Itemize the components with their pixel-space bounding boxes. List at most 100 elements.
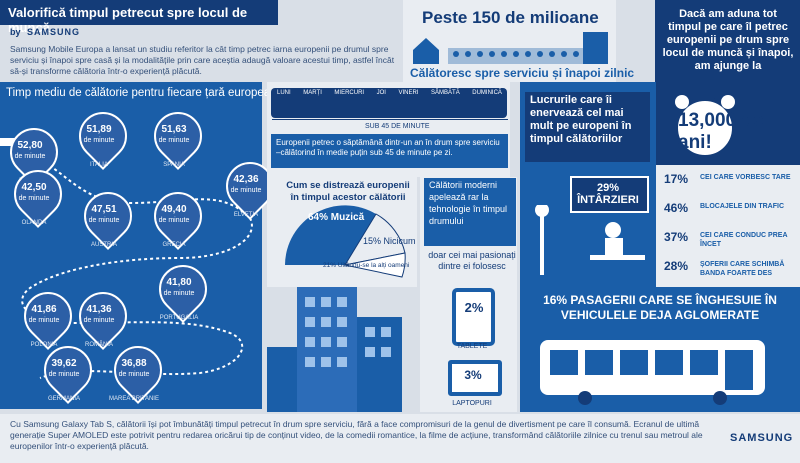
country-panel-heading: Timp mediu de călătorie pentru fiecare ț… xyxy=(6,87,284,99)
fun-slice-people: 21% Uitându-se la alți oameni xyxy=(323,262,409,269)
country-value: 42,36 de minute xyxy=(222,174,270,196)
clock-text: Dacă am aduna tot timpul pe care îl petr… xyxy=(662,8,794,72)
slice-nothing-pct: 15% xyxy=(363,236,382,246)
pie-chart xyxy=(285,205,406,278)
country-value: 41,36 de minute xyxy=(75,304,123,326)
weekday-label: JOI xyxy=(376,90,386,96)
weekday-label: MIERCURI xyxy=(334,90,365,96)
fun-slice-nothing: 15% Nicicum xyxy=(363,236,416,246)
measure-line xyxy=(272,119,508,120)
intro-text: Samsung Mobile Europa a lansat un studiu… xyxy=(10,44,395,76)
country-value-unit: de minute xyxy=(230,187,262,194)
crowd-text: 16% PASAGERII CARE SE ÎNGHESUIE ÎN VEHIC… xyxy=(543,293,777,322)
slice-nothing-label: Nicicum xyxy=(383,236,416,246)
country-value-unit: de minute xyxy=(158,217,190,224)
tablet-pct: 2% xyxy=(464,300,484,315)
train-graphic xyxy=(271,88,507,118)
country-value: 49,40 de minute xyxy=(150,204,198,226)
samsung-logo: SAMSUNG xyxy=(730,432,794,444)
byline: by SAMSUNG xyxy=(10,27,80,37)
country-value-number: 51,89 xyxy=(86,124,112,135)
laptop-pct: 3% xyxy=(464,368,482,382)
country-name: SPANIA xyxy=(163,162,185,168)
country-value-unit: de minute xyxy=(163,290,195,297)
title-bar: Valorifică timpul petrecut spre locul de… xyxy=(0,0,278,35)
annoy-item-pct: 17% xyxy=(664,172,689,186)
delay-sign xyxy=(570,176,649,213)
tablet-label: TABLETE xyxy=(456,343,488,350)
annoy-item-pct: 37% xyxy=(664,230,689,244)
annoy-text: Lucrurile care îi enervează cel mai mult… xyxy=(530,94,632,145)
office-buildings-icon xyxy=(267,287,402,412)
country-value-number: 36,88 xyxy=(121,358,147,369)
country-value-number: 49,40 xyxy=(161,204,187,215)
country-name: MAREA BRITANIE xyxy=(109,396,159,402)
country-value: 52,80 de minute xyxy=(6,140,54,162)
country-value: 39,62 de minute xyxy=(40,358,88,380)
people-panel xyxy=(403,0,616,82)
weekday-label: LUNI xyxy=(277,90,291,96)
country-value-unit: de minute xyxy=(28,317,60,324)
page-title: Valorifică timpul petrecut spre locul de… xyxy=(8,5,248,35)
people-headline: Peste 150 de milioane xyxy=(422,8,599,27)
by-label: by xyxy=(10,27,21,37)
slice-people-pct: 21% xyxy=(323,262,337,269)
country-name: PORTUGALIA xyxy=(159,315,199,321)
people-subline: Călătoresc spre serviciu și înapoi zilni… xyxy=(410,66,635,80)
country-name: GERMANIA xyxy=(47,396,80,402)
footer-text: Cu Samsung Galaxy Tab S, călătorii își p… xyxy=(10,419,703,451)
country-name: GRECIA xyxy=(162,242,186,248)
alarm-clock-icon xyxy=(674,95,736,159)
annoy-item-label: ȘOFERII CARE SCHIMBĂ BANDA FOARTE DES xyxy=(700,261,785,277)
laptop-label: LAPTOPURI xyxy=(452,400,492,407)
tech-text: Călătorii moderni apelează rar la tehnol… xyxy=(429,180,508,226)
annoy-list xyxy=(656,165,800,287)
pie-slice-music xyxy=(285,205,376,265)
tech-sub: doar cei mai pasionați dintre ei foloses… xyxy=(428,250,516,271)
country-value: 47,51 de minute xyxy=(80,204,128,226)
country-value-number: 42,50 xyxy=(21,182,47,193)
country-value-unit: de minute xyxy=(48,371,80,378)
slice-music-label: Muzică xyxy=(330,212,365,223)
tech-text-box xyxy=(424,178,516,246)
weekday-list: LUNI MARȚI MIERCURI JOI VINERI SÂMBĂTĂ DUMINIC… xyxy=(277,90,502,96)
slice-people-label: Uitându-se la alți oameni xyxy=(337,262,410,269)
week-text-box xyxy=(271,134,508,168)
country-name: AUSTRIA xyxy=(90,242,117,248)
annoy-text-box xyxy=(525,92,650,162)
country-name: ROMÂNIA xyxy=(84,342,113,348)
country-value-unit: de minute xyxy=(14,153,46,160)
country-value-unit: de minute xyxy=(88,217,120,224)
measure-label: SUB 45 DE MINUTE xyxy=(365,123,430,130)
clock-value: 13,000 de ani! xyxy=(678,110,764,153)
footer xyxy=(0,414,800,463)
annoy-item-pct: 46% xyxy=(664,201,689,215)
delay-sign-text: 29% ÎNTÂRZIERI xyxy=(577,182,639,206)
weekday-label: SÂMBĂTĂ xyxy=(431,90,460,96)
country-value-number: 47,51 xyxy=(91,204,117,215)
country-value-unit: de minute xyxy=(83,317,115,324)
crowded-bus-icon xyxy=(540,340,765,405)
weekday-label: DUMINICĂ xyxy=(472,90,502,96)
fun-text: Cum se distrează europenii în timpul ace… xyxy=(286,180,410,203)
weekday-label: MARȚI xyxy=(303,90,322,96)
laptop-icon xyxy=(448,360,502,396)
weekday-label: VINERI xyxy=(398,90,419,96)
country-name: OLANDA xyxy=(21,220,47,226)
country-value-unit: de minute xyxy=(158,137,190,144)
country-value-number: 52,80 xyxy=(17,140,43,151)
annoy-item-label: CEI CARE VORBESC TARE xyxy=(700,174,791,181)
country-value-number: 42,36 xyxy=(233,174,259,185)
country-name: ITALIA xyxy=(90,162,108,168)
annoy-item-label: BLOCAJELE DIN TRAFIC xyxy=(700,203,784,210)
country-value-number: 39,62 xyxy=(51,358,77,369)
city-skyline-icon xyxy=(413,32,608,64)
country-value-number: 41,36 xyxy=(86,304,112,315)
country-name: POLONIA xyxy=(30,342,58,348)
